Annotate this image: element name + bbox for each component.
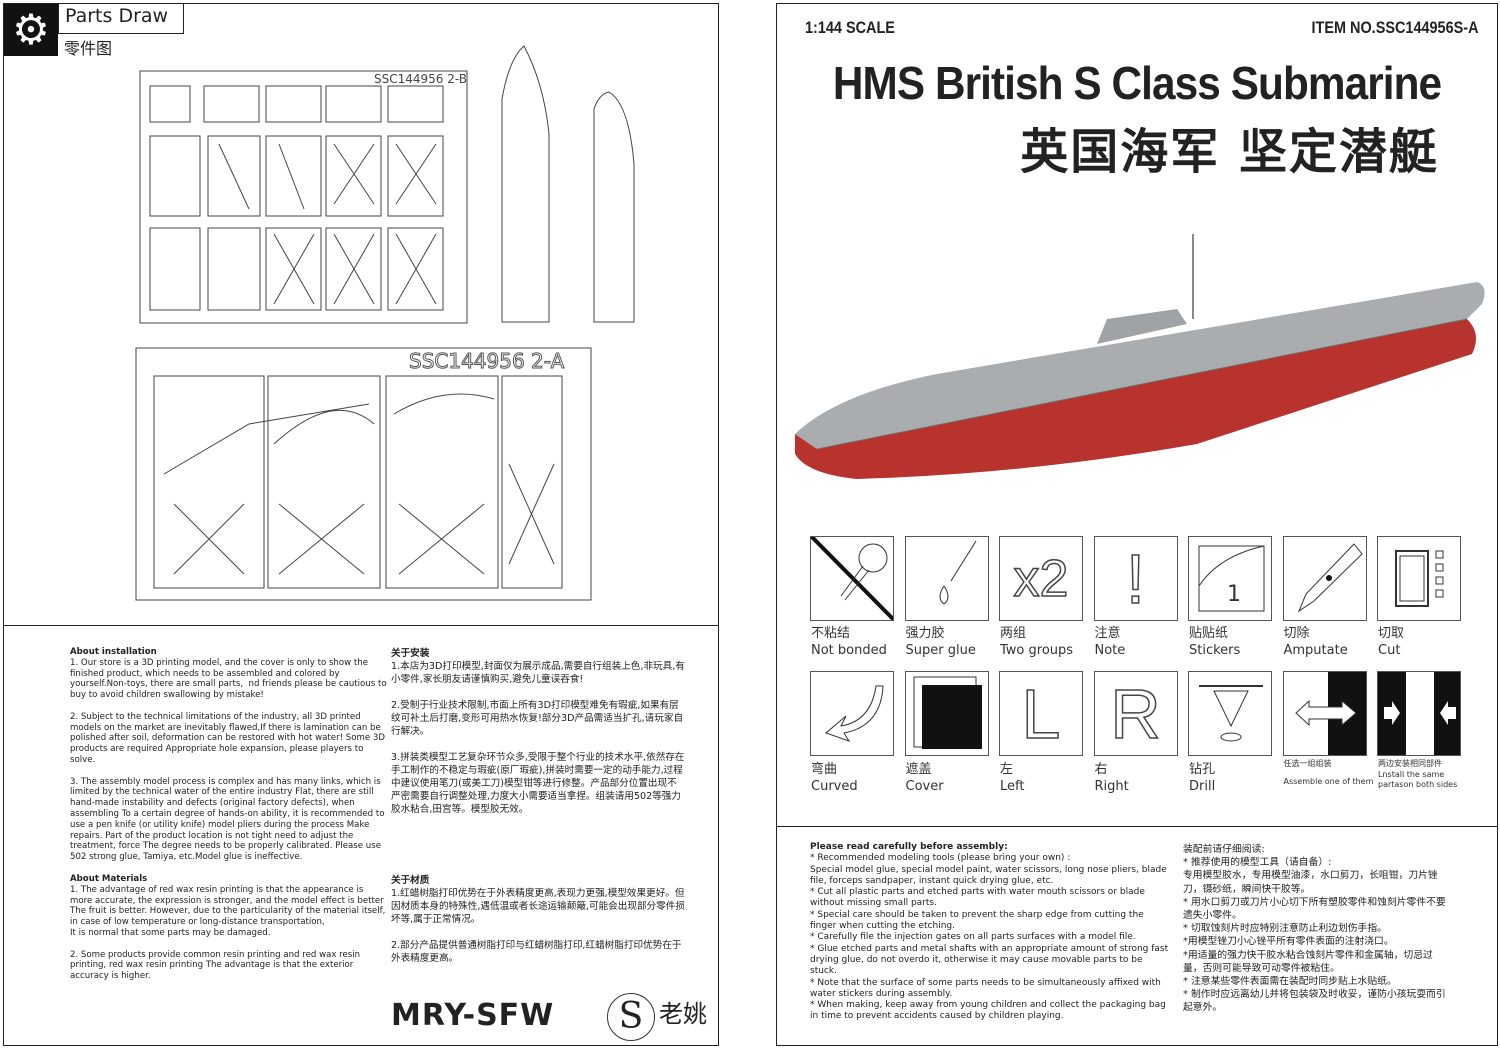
icon-label-zh: 两边安装相同部件 xyxy=(1378,759,1442,768)
icon-label-en: Note xyxy=(1094,643,1126,658)
icon-label-zh: 左 xyxy=(1000,762,1014,777)
icon-label-zh: 弯曲 xyxy=(811,762,838,777)
letter-r-icon: R xyxy=(1093,671,1178,756)
icon-label-en: Super glue xyxy=(905,643,976,658)
icon-label-zh: 强力胶 xyxy=(905,626,945,641)
install-en-heading: About installation xyxy=(70,647,157,657)
icon-label-zh: 钻孔 xyxy=(1189,762,1216,777)
notes-en-heading: Please read carefully before assembly: xyxy=(810,842,1008,852)
icon-label-en: Cut xyxy=(1378,643,1401,658)
knife-icon xyxy=(1282,536,1367,621)
icon-label-zh: 切取 xyxy=(1378,626,1405,641)
parts-draw-subtitle: 零件图 xyxy=(64,39,113,58)
icon-label-en: Amputate xyxy=(1283,643,1348,658)
notes-zh: 装配前请仔细阅读: * 推荐使用的模型工具（请自备）: 专用模型胶水，专用模型油… xyxy=(1183,843,1448,1015)
divider xyxy=(777,826,1497,827)
parts-draw-title: Parts Draw xyxy=(58,4,184,34)
svg-text:1: 1 xyxy=(1227,582,1241,607)
icon-label-en: Left xyxy=(1000,779,1025,794)
icon-label-zh: 切除 xyxy=(1283,626,1310,641)
sprue-b-label: SSC144956 2-B xyxy=(374,72,468,86)
materials-en-p1: 1. The advantage of red wax resin printi… xyxy=(70,884,386,938)
exclamation-icon: ! xyxy=(1093,536,1178,621)
install-zh: 关于安装 1.本店为3D打印模型,封面仅为展示成品,需要自行组装上色,非玩具,有小… xyxy=(391,647,686,816)
product-title-zh: 英国海军 坚定潜艇 xyxy=(1020,124,1439,180)
install-zh-p2: 2.受制于行业技术限制,市面上所有3D打印模型难免有瑕疵,如果有层纹可补土后打磨… xyxy=(391,700,684,737)
curved-arrow-icon xyxy=(810,671,894,756)
sprue-b-cells xyxy=(149,85,444,311)
sprue-a-label: SSC144956 2-A xyxy=(408,349,565,374)
left-page: ⚙ Parts Draw 零件图 SSC144956 2-B SSC144956… xyxy=(3,3,719,1046)
right-page: 1:144 SCALE ITEM NO.SSC144956S-A HMS Bri… xyxy=(776,3,1498,1046)
icon-label-en: Cover xyxy=(905,779,944,794)
install-en-p2: 2. Subject to the technical limitations … xyxy=(70,711,388,765)
sprue-a-cells xyxy=(153,375,563,589)
materials-en-heading: About Materials xyxy=(70,874,148,884)
submarine-image xyxy=(795,234,1485,479)
install-zh-p3: 3.拼装类模型工艺复杂环节众多,受限于整个行业的技术水平,依然存在手工制作的不稳… xyxy=(391,752,685,815)
notes-en: Please read carefully before assembly:* … xyxy=(810,842,1172,1023)
icon-label-en: Stickers xyxy=(1189,643,1241,658)
icon-label-en: Assemble one of them xyxy=(1283,777,1374,786)
hull-lower xyxy=(795,319,1476,479)
brand-lao-mark: 老姚 xyxy=(659,1000,707,1028)
materials-zh-p2: 2.部分产品提供普通树脂打印与红蜡树脂打印,红蜡树脂打印优势在于外表精度更高。 xyxy=(391,940,682,964)
parts-drawing xyxy=(135,45,635,601)
icon-label-en: Not bonded xyxy=(811,643,887,658)
notes-en-body: * Recommended modeling tools (please bri… xyxy=(810,853,1169,1022)
icon-label-zh: 贴贴纸 xyxy=(1189,626,1229,641)
hull-upper xyxy=(795,282,1485,449)
icon-label-en: Drill xyxy=(1189,779,1216,794)
gear-icon: ⚙ xyxy=(4,4,58,56)
item-number: ITEM NO.SSC144956S-A xyxy=(1311,18,1479,37)
icon-label-zh: 不粘结 xyxy=(811,626,851,641)
not-bonded-icon xyxy=(810,536,894,621)
cover-icon xyxy=(904,671,989,756)
both-sides-icon xyxy=(1377,671,1461,756)
materials-en-p2: 2. Some products provide common resin pr… xyxy=(70,949,363,982)
icon-label-zh: 两组 xyxy=(1000,626,1027,641)
materials-zh-heading: 关于材质 xyxy=(391,875,430,886)
icon-label-zh: 注意 xyxy=(1094,626,1121,641)
icon-label-en: Lnstall the same partason both sides xyxy=(1378,770,1458,789)
notes-zh-heading: 装配前请仔细阅读: xyxy=(1183,844,1265,855)
drill-icon xyxy=(1188,671,1272,756)
install-zh-p1: 1.本店为3D打印模型,封面仅为展示成品,需要自行组装上色,非玩具,有小零件,家… xyxy=(391,661,685,685)
materials-zh: 关于材质 1.红蜡树脂打印优势在于外表精度更高,表现力更强,模型效果更好。但因材质… xyxy=(391,874,686,965)
install-en-p1: 1. Our store is a 3D printing model, and… xyxy=(70,657,390,701)
icon-label-en: Two groups xyxy=(1000,643,1074,658)
scale-label: 1:144 SCALE xyxy=(805,18,895,37)
x2-icon: x2 xyxy=(999,536,1083,621)
brand-s-mark: S xyxy=(607,993,655,1041)
letter-l-icon: L xyxy=(999,671,1083,756)
cut-sprue-icon xyxy=(1377,536,1461,621)
icon-label-zh: 遮盖 xyxy=(905,762,932,777)
icon-label-zh: 任选一组组装 xyxy=(1283,759,1332,768)
brand-logo: MRY-SFW xyxy=(391,998,555,1033)
choose-one-icon xyxy=(1282,671,1367,756)
icon-label-en: Right xyxy=(1094,779,1129,794)
notes-zh-body: * 推荐使用的模型工具（请自备）: 专用模型胶水，专用模型油漆，水口剪刀，长咀钳… xyxy=(1183,857,1446,1014)
install-en-p3: 3. The assembly model process is complex… xyxy=(70,776,388,863)
icon-label-en: Curved xyxy=(811,779,858,794)
glue-drop-icon xyxy=(904,536,989,621)
install-zh-heading: 关于安装 xyxy=(391,648,430,659)
product-title: HMS British S Class Submarine xyxy=(832,57,1442,109)
divider xyxy=(4,625,718,626)
materials-zh-p1: 1.红蜡树脂打印优势在于外表精度更高,表现力更强,模型效果更好。但因材质本身的特… xyxy=(391,888,685,925)
icon-label-zh: 右 xyxy=(1094,762,1108,777)
sticker-icon: 1 xyxy=(1188,536,1272,621)
